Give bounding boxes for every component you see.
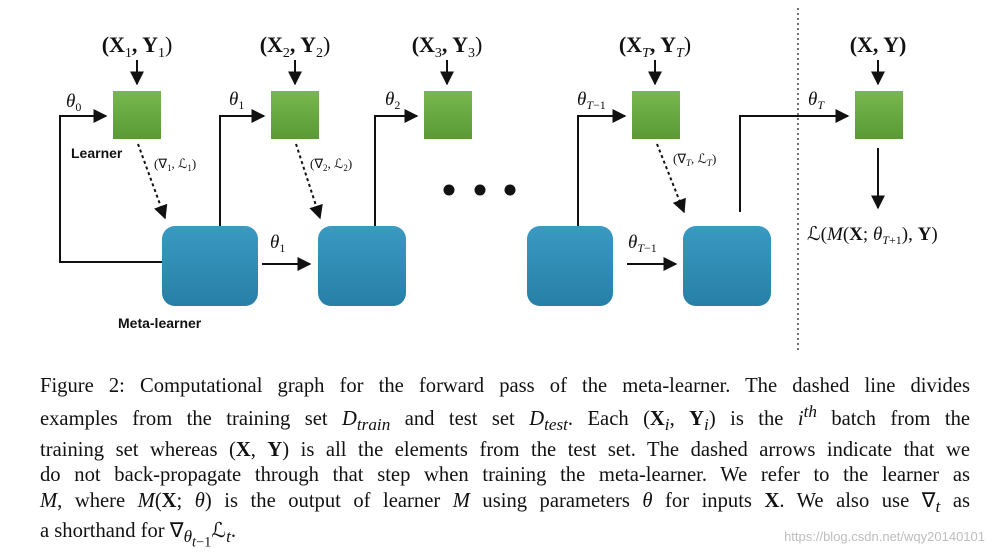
watermark: https://blog.csdn.net/wqy20140101 — [784, 529, 985, 544]
theta1-up-arrow — [219, 109, 266, 226]
learner-box-2 — [271, 91, 319, 139]
theta2-up-arrow — [374, 109, 419, 226]
input-label-T: (XT, YT) — [619, 32, 691, 61]
gradient-label-2: (∇2, ℒ2) — [310, 156, 352, 173]
meta-theta1-label: θ1 — [270, 232, 285, 255]
theta0-label: θ0 — [66, 91, 81, 114]
meta-learner-boxes — [162, 226, 771, 306]
learner-boxes — [113, 91, 903, 139]
gradient-arrow-1 — [137, 143, 168, 220]
meta-learner-box-2 — [318, 226, 406, 306]
caption-line-6: a shorthand for ∇θt−1ℒt. — [40, 520, 237, 551]
thetaT-label: θT — [808, 89, 825, 112]
ellipsis-dots — [443, 184, 516, 196]
gradient-arrows — [137, 143, 686, 220]
theta0-arrow — [59, 109, 162, 263]
meta-learner-box-3 — [527, 226, 613, 306]
thetaT1-label: θT−1 — [577, 89, 606, 112]
caption-line-4: do not back-propagate through that step … — [40, 464, 970, 487]
learner-box-3 — [424, 91, 472, 139]
theta1-label: θ1 — [229, 89, 244, 112]
learner-label: Learner — [71, 145, 123, 161]
gradient-arrow-T — [656, 143, 686, 214]
parameter-labels: θ0 θ1 θ2 θT−1 θT θ1 θT−1 — [66, 89, 825, 255]
caption-line-3: training set whereas (X, Y) is all the e… — [40, 438, 970, 461]
caption-line-2: examples from the training set Dtrain an… — [40, 402, 971, 435]
input-label-test: (X, Y) — [850, 32, 907, 57]
output-loss-label: ℒ(M(X; θT+1), Y) — [807, 224, 938, 247]
gradient-label-T: (∇T, ℒT) — [673, 151, 716, 168]
gradient-label-1: (∇1, ℒ1) — [154, 156, 196, 173]
gradient-labels: (∇1, ℒ1) (∇2, ℒ2) (∇T, ℒT) — [154, 151, 716, 173]
theta2-label: θ2 — [385, 89, 400, 112]
computational-graph: (X1, Y1) (X2, Y2) (X3, Y3) (XT, YT) (X, … — [59, 8, 938, 352]
figure-caption: Figure 2: Computational graph for the fo… — [40, 374, 970, 556]
meta-learner-box-4 — [683, 226, 771, 306]
input-labels: (X1, Y1) (X2, Y2) (X3, Y3) (XT, YT) (X, … — [102, 32, 907, 61]
meta-learner-box-1 — [162, 226, 258, 306]
input-label-1: (X1, Y1) — [102, 32, 173, 61]
caption-line-5: M, where M(X; θ) is the output of learne… — [40, 489, 970, 516]
meta-thetaT1-label: θT−1 — [628, 232, 657, 255]
input-label-3: (X3, Y3) — [412, 32, 483, 61]
gradient-arrow-2 — [295, 143, 323, 220]
learner-box-1 — [113, 91, 161, 139]
thetaT-up-arrow — [739, 109, 850, 212]
learner-box-test — [855, 91, 903, 139]
caption-line-1: Figure 2: Computational graph for the fo… — [40, 375, 970, 397]
meta-learner-label: Meta-learner — [118, 315, 202, 331]
parameter-arrows — [59, 109, 885, 271]
input-label-2: (X2, Y2) — [260, 32, 331, 61]
input-arrows — [130, 60, 885, 86]
learner-box-T — [632, 91, 680, 139]
thetaT1-up-arrow — [577, 109, 627, 226]
